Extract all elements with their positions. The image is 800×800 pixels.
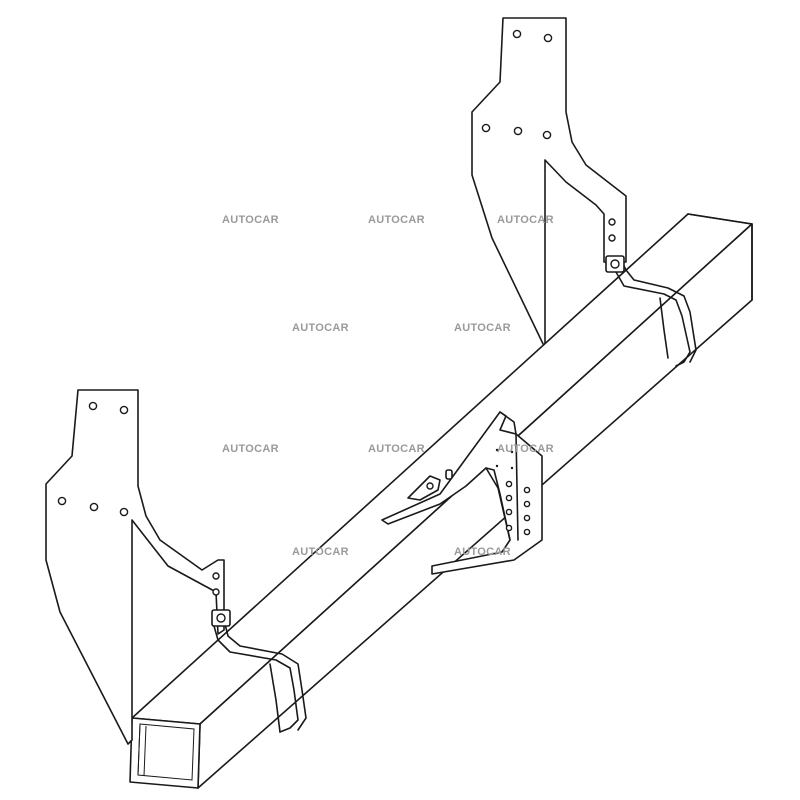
watermark-text: AUTOCAR	[292, 546, 349, 558]
left-u-bolt-clamp	[211, 609, 307, 733]
bracket-hole	[119, 507, 129, 517]
bracket-hole	[88, 401, 98, 411]
bracket-hole	[608, 234, 616, 242]
watermark-text: AUTOCAR	[454, 546, 511, 558]
bracket-hole	[89, 502, 99, 512]
bracket-hole	[212, 588, 220, 596]
bracket-hole	[608, 218, 616, 226]
watermark-text: AUTOCAR	[368, 443, 425, 455]
bracket-hole	[119, 405, 129, 415]
bracket-hole	[481, 123, 491, 133]
watermark-text: AUTOCAR	[368, 214, 425, 226]
watermark-text: AUTOCAR	[222, 214, 279, 226]
watermark-text: AUTOCAR	[497, 443, 554, 455]
center-hitch-bracket	[381, 411, 543, 575]
bracket-hole	[212, 572, 220, 580]
right-mounting-bracket	[471, 17, 627, 349]
bracket-hole	[543, 33, 553, 43]
main-beam	[129, 213, 753, 789]
watermark-text: AUTOCAR	[222, 443, 279, 455]
bracket-hole	[513, 126, 523, 136]
watermark-text: AUTOCAR	[497, 214, 554, 226]
watermark-text: AUTOCAR	[292, 322, 349, 334]
bracket-hole	[57, 496, 67, 506]
bracket-hole	[542, 130, 552, 140]
watermark-text: AUTOCAR	[454, 322, 511, 334]
bracket-hole	[512, 29, 522, 39]
right-u-bolt-clamp	[605, 255, 697, 367]
